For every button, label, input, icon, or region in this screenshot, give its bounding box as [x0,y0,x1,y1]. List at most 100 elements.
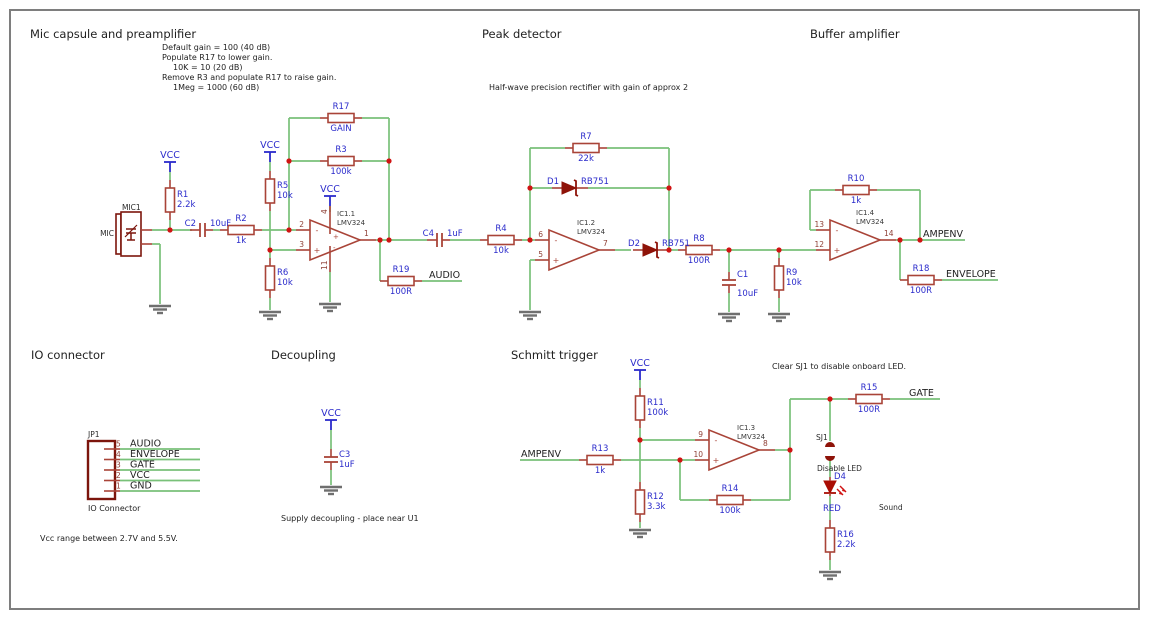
svg-text:1k: 1k [236,236,246,246]
svg-text:R6: R6 [277,268,288,278]
svg-text:5: 5 [538,250,543,259]
svg-text:+: + [333,233,339,241]
svg-text:13: 13 [814,220,824,229]
vcc-symbol: VCC [260,140,280,162]
svg-text:10uF: 10uF [737,289,758,299]
svg-text:1uF: 1uF [447,229,463,239]
svg-text:R2: R2 [235,214,246,224]
svg-text:-: - [333,244,336,252]
notes: Default gain = 100 (40 dB)Populate R17 t… [40,43,906,543]
net-labels: AUDIO AMPENV ENVELOPE GATE AMPENV [429,229,996,460]
svg-text:IO Connector: IO Connector [88,504,141,513]
svg-text:AMPENV: AMPENV [923,229,964,240]
svg-text:10k: 10k [277,191,293,201]
svg-text:1: 1 [116,482,121,491]
svg-text:VCC: VCC [630,358,650,369]
svg-text:VCC: VCC [321,408,341,419]
svg-text:10k: 10k [277,278,293,288]
svg-text:22k: 22k [578,154,594,164]
svg-text:IC1.2: IC1.2 [577,219,595,227]
svg-text:Buffer amplifier: Buffer amplifier [810,27,900,41]
svg-text:LMV324: LMV324 [577,228,606,236]
gnd-symbol [320,485,342,496]
gnd-symbol [319,302,341,313]
svg-text:R15: R15 [861,383,878,393]
svg-text:14: 14 [884,229,894,238]
gnd-symbol [519,310,541,321]
svg-text:IC1.3: IC1.3 [737,424,755,432]
svg-text:Vcc range between 2.7V and 5.5: Vcc range between 2.7V and 5.5V. [40,534,178,543]
svg-text:GATE: GATE [909,388,934,399]
svg-text:JP1: JP1 [87,430,100,439]
svg-text:D2: D2 [628,239,640,249]
svg-text:Mic capsule and preamplifier: Mic capsule and preamplifier [30,27,196,41]
svg-text:3: 3 [116,461,121,470]
svg-text:ENVELOPE: ENVELOPE [946,269,996,280]
vcc-symbol: VCC [321,408,341,430]
svg-text:-: - [715,436,718,445]
resistor-R15: R15 100R [848,383,890,415]
gnd-symbol [819,570,841,581]
svg-text:+: + [314,246,321,255]
mic-symbol-MIC1 [115,211,152,257]
svg-text:MIC1: MIC1 [122,203,141,212]
svg-text:100R: 100R [390,287,412,297]
svg-text:100R: 100R [910,286,932,296]
svg-text:RB751: RB751 [662,239,690,249]
svg-text:GAIN: GAIN [330,124,351,134]
svg-text:10k: 10k [493,246,509,256]
svg-text:100R: 100R [858,405,880,415]
svg-text:Populate R17 to lower gain.: Populate R17 to lower gain. [162,53,272,62]
svg-text:Remove R3 and populate R17 to: Remove R3 and populate R17 to raise gain… [162,73,336,82]
svg-text:1k: 1k [595,466,605,476]
svg-text:9: 9 [698,430,703,439]
svg-text:-: - [555,236,558,245]
svg-text:SJ1: SJ1 [816,433,828,442]
svg-text:12: 12 [814,240,824,249]
solder-jumper-SJ1 [825,442,835,461]
svg-text:10: 10 [693,450,703,459]
svg-text:1Meg = 1000 (60 dB): 1Meg = 1000 (60 dB) [173,83,259,92]
svg-text:10k: 10k [786,278,802,288]
svg-text:2.2k: 2.2k [837,540,856,550]
resistor-R1: R12.2k [164,180,196,220]
svg-text:IO connector: IO connector [31,348,105,362]
svg-text:6: 6 [538,230,543,239]
svg-text:7: 7 [603,239,608,248]
svg-text:R7: R7 [580,132,591,142]
svg-text:Peak detector: Peak detector [482,27,562,41]
svg-text:2: 2 [116,471,121,480]
svg-text:VCC: VCC [260,140,280,151]
svg-text:8: 8 [763,439,768,448]
svg-text:4: 4 [320,209,329,214]
svg-text:R11: R11 [647,398,664,408]
gnd-symbol [629,528,651,539]
svg-text:AUDIO: AUDIO [429,270,460,281]
svg-text:5: 5 [116,440,121,449]
svg-text:RB751: RB751 [581,177,609,187]
svg-text:IC1.1: IC1.1 [337,210,355,218]
diode-D2: D2 RB751 [628,239,690,259]
junction-dots [167,158,923,463]
svg-text:AMPENV: AMPENV [521,449,562,460]
